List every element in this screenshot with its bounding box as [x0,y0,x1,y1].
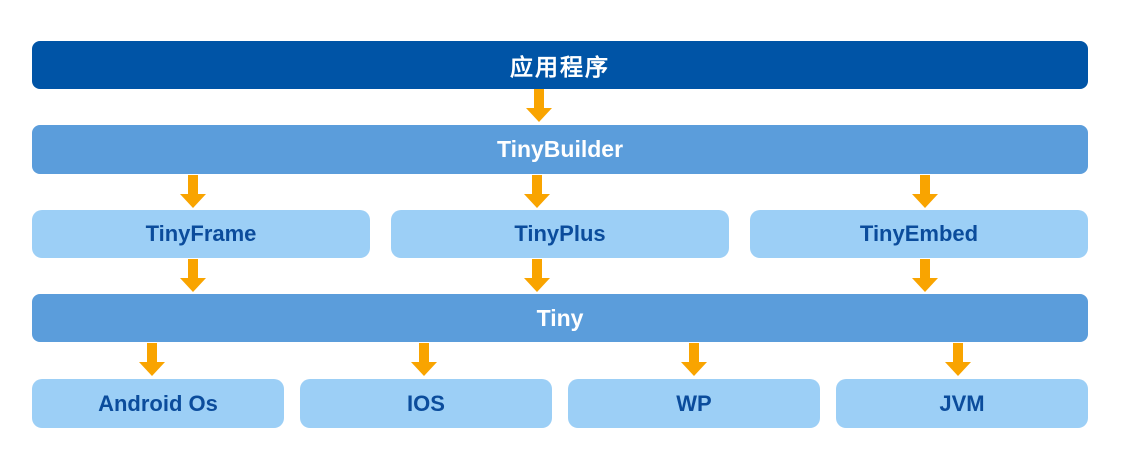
node-tiny-label: Tiny [536,304,584,331]
arrow-shaft [920,175,930,194]
node-tinyframe-label: TinyFrame [145,221,257,246]
node-tiny: Tiny [32,294,1088,342]
down-arrow-icon [180,259,206,293]
node-tinyframe: TinyFrame [32,210,370,258]
arrow-shaft [532,175,542,194]
down-arrow-icon [139,343,165,377]
arrow-head [411,362,437,376]
arrow-shaft [920,259,930,278]
node-tinyembed: TinyEmbed [750,210,1088,258]
arrow-head [180,278,206,292]
node-tinyplus: TinyPlus [391,210,729,258]
arrow-head [180,194,206,208]
arrow-shaft [188,175,198,194]
arrow-shaft [534,89,544,108]
node-jvm: JVM [836,379,1088,428]
node-application-label: 应用程序 [510,54,610,80]
down-arrow-icon [524,175,550,209]
node-tinybuilder-label: TinyBuilder [496,136,624,162]
arrow-head [945,362,971,376]
down-arrow-icon [912,259,938,293]
down-arrow-icon [526,89,552,123]
node-ios-label: IOS [407,390,445,416]
down-arrow-icon [411,343,437,377]
arrow-head [524,278,550,292]
down-arrow-icon [681,343,707,377]
node-tinyplus-label: TinyPlus [514,221,606,246]
down-arrow-icon [945,343,971,377]
arrow-head [139,362,165,376]
arrow-shaft [532,259,542,278]
arrow-head [681,362,707,376]
arrow-shaft [147,343,157,362]
node-android-os: Android Os [32,379,284,428]
node-tinyembed-label: TinyEmbed [859,221,979,246]
down-arrow-icon [524,259,550,293]
arrow-head [912,194,938,208]
arrow-head [526,108,552,122]
arrow-shaft [188,259,198,278]
arrow-head [912,278,938,292]
down-arrow-icon [912,175,938,209]
node-ios: IOS [300,379,552,428]
arrow-shaft [419,343,429,362]
node-tinybuilder: TinyBuilder [32,125,1088,174]
arrow-shaft [953,343,963,362]
down-arrow-icon [180,175,206,209]
arrow-shaft [689,343,699,362]
node-application: 应用程序 [32,41,1088,89]
node-jvm-label: JVM [939,390,985,416]
node-wp: WP [568,379,820,428]
node-wp-label: WP [676,390,712,416]
node-android-os-label: Android Os [98,390,218,416]
arrow-head [524,194,550,208]
